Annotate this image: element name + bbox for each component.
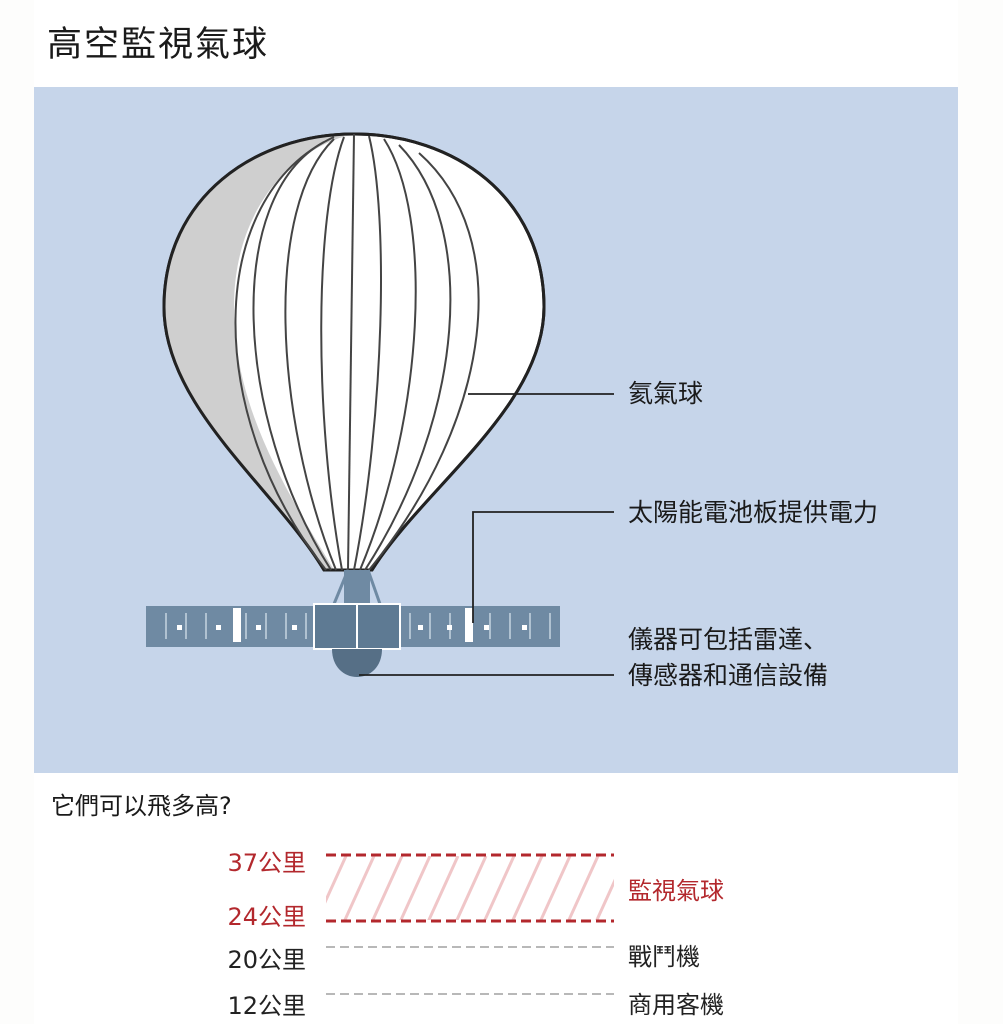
helium-callout: 氦氣球 xyxy=(628,379,704,408)
altitude-question: 它們可以飛多高? xyxy=(51,792,232,820)
instruments-callout-line1: 儀器可包括雷達、 xyxy=(628,625,829,654)
altitude-label-37: 37公里 xyxy=(227,849,306,877)
altitude-label-24: 24公里 xyxy=(227,903,306,931)
instruments-callout-line2: 傳感器和通信設備 xyxy=(628,661,829,690)
instrument-box xyxy=(313,603,401,677)
balloon-diagram: 氦氣球 太陽能電池板提供電力 儀器可包括雷達、 傳感器和通信設備 xyxy=(34,87,958,773)
solar-panel-right xyxy=(400,606,560,647)
payload-connector xyxy=(332,569,382,605)
page-title: 高空監視氣球 xyxy=(47,25,270,65)
surveillance-balloon-label: 監視氣球 xyxy=(628,877,724,905)
solar-panel-callout: 太陽能電池板提供電力 xyxy=(628,498,879,527)
balloon-illustration xyxy=(146,132,614,677)
altitude-label-12: 12公里 xyxy=(227,992,306,1020)
fighter-jet-label: 戰鬥機 xyxy=(628,943,700,971)
altitude-label-20: 20公里 xyxy=(227,946,306,974)
solar-panel-left xyxy=(146,606,314,647)
commercial-airliner-label: 商用客機 xyxy=(628,991,724,1019)
leader-lines xyxy=(359,393,614,676)
balloon-altitude-band xyxy=(326,856,614,920)
